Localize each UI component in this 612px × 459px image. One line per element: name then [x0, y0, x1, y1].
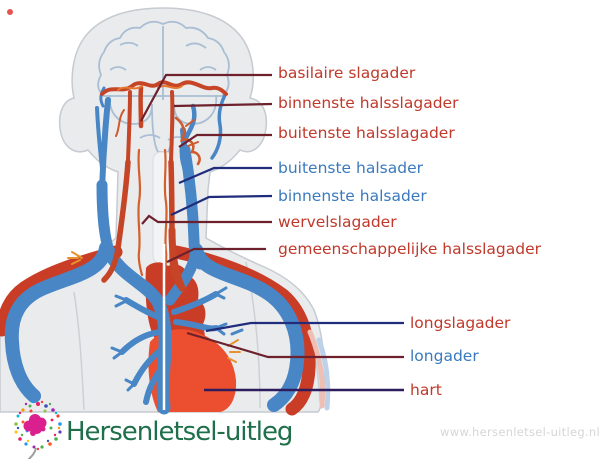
leader-longader — [186, 331, 404, 359]
label-longader: longader — [410, 347, 479, 365]
logo-stem — [27, 447, 37, 459]
arm-vessels — [307, 329, 331, 411]
label-gemeenschappelijke-halsslagader: gemeenschappelijke halsslagader — [278, 240, 541, 258]
leader-gemeenschappelijke-halsslagader — [166, 247, 266, 263]
label-longslagader: longslagader — [410, 314, 511, 332]
leader-lines — [140, 73, 404, 392]
leader-buitenste-halsader — [178, 166, 272, 185]
label-buitenste-halsslagader: buitenste halsslagader — [278, 124, 455, 142]
label-basilaire-slagader: basilaire slagader — [278, 64, 416, 82]
corner-dot — [7, 9, 13, 15]
brand-title: Hersenletsel-uitleg — [66, 417, 293, 447]
label-hart: hart — [410, 381, 442, 399]
leader-binnenste-halsader — [170, 194, 273, 216]
leader-wervelslagader — [141, 214, 272, 225]
label-binnenste-halsader: binnenste halsader — [278, 187, 427, 205]
logo-pink-center — [23, 414, 47, 436]
label-binnenste-halsslagader: binnenste halsslagader — [278, 94, 459, 112]
arteries — [67, 80, 241, 363]
leader-longslagader — [205, 321, 404, 333]
label-wervelslagader: wervelslagader — [278, 213, 397, 231]
leader-binnenste-halsslagader — [173, 102, 273, 108]
leader-basilaire-slagader — [140, 73, 272, 122]
label-buitenste-halsader: buitenste halsader — [278, 159, 423, 177]
website-url: www.hersenletsel-uitleg.nl — [440, 425, 600, 439]
leader-buitenste-halsslagader — [178, 133, 272, 148]
brand-logo — [14, 400, 62, 459]
